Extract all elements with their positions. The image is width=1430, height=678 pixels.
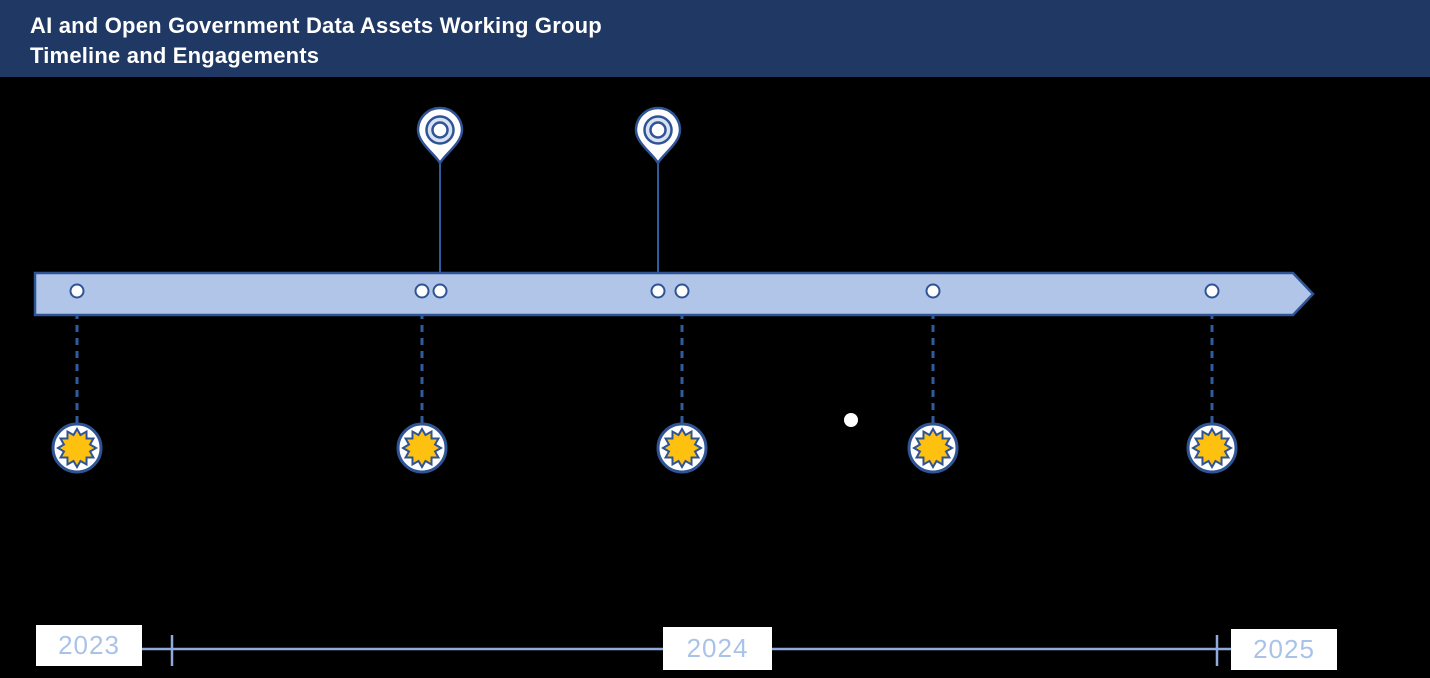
year-label-2025: 2025	[1231, 629, 1337, 670]
event-star-icon	[1186, 422, 1238, 474]
timeline-arrow-bar	[33, 271, 1315, 317]
stray-bullet-dot	[844, 413, 858, 427]
event-star-icon	[656, 422, 708, 474]
pin-stem-line	[439, 161, 659, 288]
title-bar: AI and Open Government Data Assets Worki…	[0, 0, 1430, 77]
year-label-2023: 2023	[36, 625, 142, 666]
year-axis-tick	[170, 635, 1219, 666]
year-label-text: 2023	[58, 630, 120, 660]
event-star-icon	[396, 422, 448, 474]
year-label-text: 2024	[686, 633, 749, 663]
map-pin-icon	[416, 106, 464, 165]
slide-title-line1: AI and Open Government Data Assets Worki…	[30, 13, 602, 38]
slide-title-line2: Timeline and Engagements	[30, 43, 320, 68]
year-label-text: 2025	[1253, 634, 1315, 664]
year-label-2024: 2024	[663, 627, 772, 670]
event-star-icon	[51, 422, 103, 474]
connector-dashed-line	[75, 299, 1214, 423]
event-star-icon	[907, 422, 959, 474]
map-pin-icon	[634, 106, 682, 165]
timeline-dot	[69, 283, 1220, 299]
